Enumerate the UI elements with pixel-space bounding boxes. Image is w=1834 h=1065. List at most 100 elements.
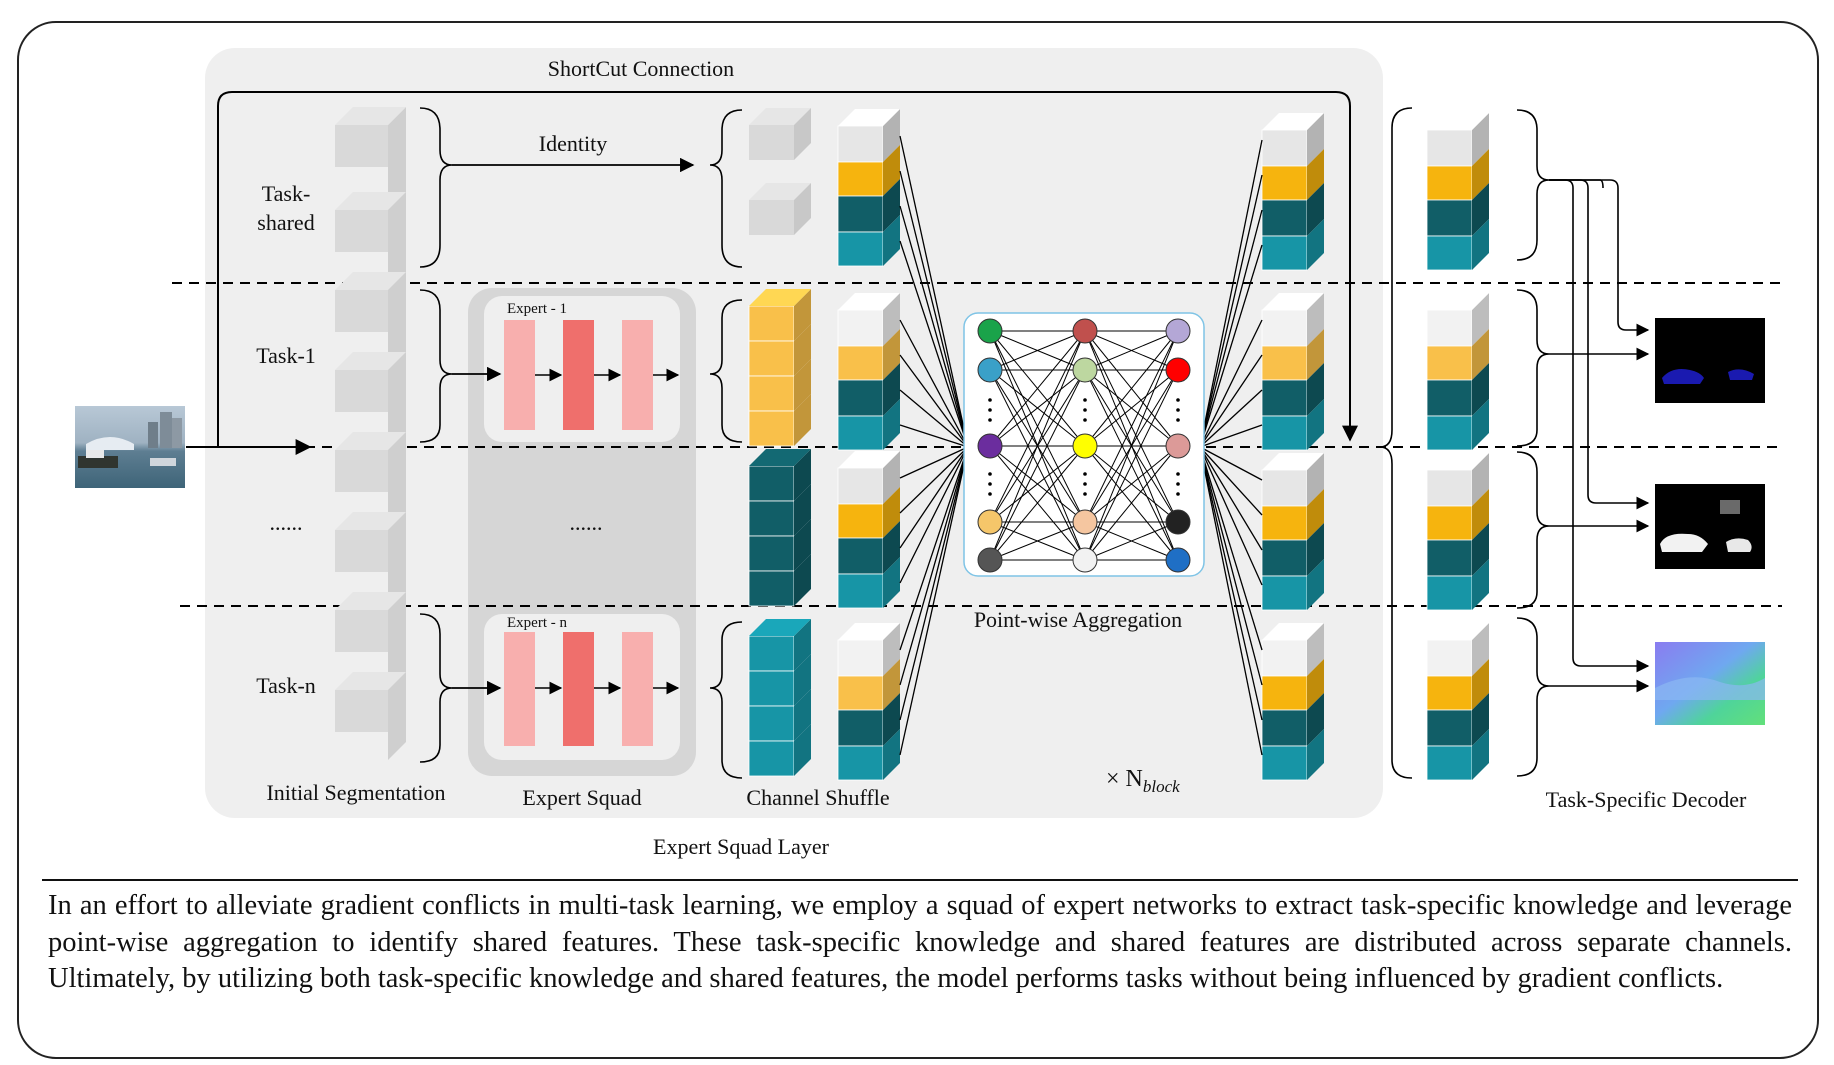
edge-0-2-1 <box>989 369 1086 447</box>
expert-2-output-tower <box>748 449 811 607</box>
decoder-task-n-tower-cell-3-side <box>1472 729 1489 780</box>
decoder-task-2-tower-cell-0-front <box>1426 469 1473 507</box>
node-0-2 <box>977 433 1003 459</box>
shuffle-shared-tower-cell-3-front <box>837 231 884 267</box>
shuffle-task-n-tower-cell-0 <box>837 623 900 677</box>
init-tower-top-3 <box>335 352 406 370</box>
decoder-shared-tower-cell-1-front <box>1426 165 1473 201</box>
channel-shuffle-label: Channel Shuffle <box>746 785 889 810</box>
init-tower-block-7 <box>335 690 388 732</box>
expert-n-output-tower-cell-3-side <box>794 724 811 776</box>
decoder-shared-tower-cell-0-top <box>1427 113 1489 130</box>
fan-out-line-9 <box>1199 446 1263 516</box>
shuffle-shared-tower-cell-0-top <box>838 109 900 126</box>
agg-task-n-tower-cell-0 <box>1261 623 1324 677</box>
decoder-task-n-tower-cell-0-top <box>1427 623 1489 640</box>
shuffle-task-1-tower-cell-3 <box>837 399 900 451</box>
decoder-task-2-tower-cell-3-side <box>1472 559 1489 610</box>
fan-out-line-14 <box>1199 446 1263 721</box>
decoder-task-2-tower <box>1426 453 1489 611</box>
init-tower-top-7 <box>335 672 406 690</box>
decoder-task-n-tower-cell-0-side <box>1472 623 1489 676</box>
input-image <box>75 406 185 488</box>
agg-task-2-tower-cell-0-front <box>1261 469 1308 507</box>
node-dots-2-2 <box>1176 418 1180 422</box>
agg-shared-tower <box>1261 113 1324 271</box>
agg-task-1-tower <box>1261 293 1324 451</box>
shuffle-task-1-tower-cell-2-front <box>837 379 884 417</box>
segmentation-output-image <box>1655 318 1765 403</box>
agg-shared-tower-cell-3 <box>1261 219 1324 271</box>
shared-identity-side-0 <box>794 108 811 160</box>
fan-in-line-10 <box>899 446 969 549</box>
shuffle-task-1-tower-cell-0-top <box>838 293 900 310</box>
expert-1-network <box>504 320 680 430</box>
shuffle-shared-tower-cell-2 <box>837 179 900 233</box>
identity-label: Identity <box>539 131 607 156</box>
decoder-task-n-tower-cell-3 <box>1426 729 1489 781</box>
node-dots-1-1 <box>1083 408 1087 412</box>
fan-in-line-7 <box>899 424 969 448</box>
node-dots-2-5 <box>1176 492 1180 496</box>
decoder-shared-tower-cell-3-front <box>1426 235 1473 271</box>
decoder-task-n-tower-cell-3-front <box>1426 745 1473 781</box>
decoder-task-1-tower-cell-2 <box>1426 363 1489 417</box>
expert-n-output-tower-cell-2 <box>748 689 811 742</box>
node-dots-0-4 <box>988 482 992 486</box>
expert-1-output-tower-cell-0-top <box>749 289 811 306</box>
feature-towers <box>748 108 1489 781</box>
agg-shared-tower-cell-2-front <box>1261 199 1308 237</box>
decoder-task-2-tower-cell-2-front <box>1426 539 1473 577</box>
node-dots-1-3 <box>1083 472 1087 476</box>
shuffle-task-1-tower-cell-2-side <box>883 363 900 416</box>
edge-0-4-3 <box>989 521 1086 561</box>
fan-out-line-5 <box>1199 354 1263 448</box>
node-dots-0-3 <box>988 472 992 476</box>
agg-task-n-tower-cell-2-front <box>1261 709 1308 747</box>
node-dots-2-4 <box>1176 482 1180 486</box>
agg-shared-tower-cell-3-front <box>1261 235 1308 271</box>
node-dots-2-1 <box>1176 408 1180 412</box>
decoder-task-2-tower-cell-1-front <box>1426 505 1473 541</box>
expert-squad-label: Expert Squad <box>522 785 641 810</box>
edge-1-4-2 <box>1084 445 1179 561</box>
agg-task-1-tower-cell-0 <box>1261 293 1324 347</box>
expert-2-output-tower-cell-0-top <box>749 449 811 466</box>
edge-0-4-2 <box>989 445 1086 561</box>
expert-n-output-tower-cell-1-side <box>794 654 811 706</box>
init-tower-top-5 <box>335 512 406 530</box>
shuffle-task-n-tower-cell-2-front <box>837 709 884 747</box>
decoder-task-n-tower-cell-2-front <box>1426 709 1473 747</box>
agg-task-2-tower-cell-3-front <box>1261 575 1308 611</box>
node-dots-2-3 <box>1176 472 1180 476</box>
agg-task-2-tower-cell-1-front <box>1261 505 1308 541</box>
agg-task-1-tower-cell-0-side <box>1307 293 1324 346</box>
expert-2-output-tower-cell-2-side <box>794 519 811 571</box>
shuffle-shared-tower <box>837 109 900 267</box>
shuffle-task-n-tower-cell-3 <box>837 729 900 781</box>
decoder-task-2-tower-cell-2-side <box>1472 523 1489 576</box>
decoder-shared-tower <box>1426 113 1489 271</box>
fan-out-line-4 <box>1199 319 1263 448</box>
initial-segmentation-label: Initial Segmentation <box>266 780 445 805</box>
decoder-task-2-tower-cell-0 <box>1426 453 1489 507</box>
agg-task-1-tower-cell-2-front <box>1261 379 1308 417</box>
decoder-task-1-tower-cell-3 <box>1426 399 1489 451</box>
expert-1-output-tower-cell-1-side <box>794 324 811 376</box>
agg-task-2-tower-cell-3-side <box>1307 559 1324 610</box>
shuffle-shared-tower-cell-2-front <box>837 195 884 233</box>
shuffle-shared-tower-cell-1-front <box>837 161 884 197</box>
node-2-2 <box>1165 433 1191 459</box>
edge-0-3-2 <box>989 445 1086 523</box>
agg-task-2-tower <box>1261 453 1324 611</box>
node-dots-0-5 <box>988 492 992 496</box>
point-wise-aggregation-label: Point-wise Aggregation <box>974 607 1182 632</box>
expert-n-label: Expert - n <box>507 615 567 631</box>
agg-task-n-tower-cell-2-side <box>1307 693 1324 746</box>
agg-task-1-tower-cell-0-top <box>1262 293 1324 310</box>
fan-in-line-15 <box>899 446 969 756</box>
agg-task-n-tower-cell-1-front <box>1261 675 1308 711</box>
n-block-label: × Nblock <box>1106 766 1180 796</box>
depth-output-image <box>1655 484 1765 569</box>
init-tower-block-0 <box>335 125 388 167</box>
